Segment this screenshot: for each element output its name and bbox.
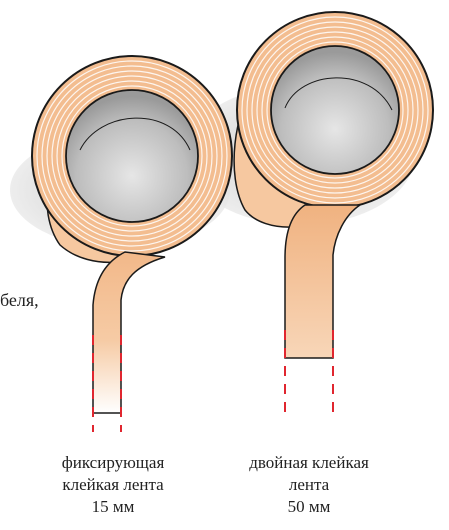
left-caption-line-3: 15 мм: [28, 496, 198, 518]
left-caption-line-1: фиксирующая: [28, 452, 198, 474]
left-caption-line-2: клейкая лента: [28, 474, 198, 496]
clipped-text: беля,: [0, 290, 39, 311]
right-caption-line-2: лента: [214, 474, 404, 496]
left-tape-caption: фиксирующая клейкая лента 15 мм: [28, 452, 198, 518]
left-tape-roll: [32, 56, 232, 413]
right-caption-line-3: 50 мм: [214, 496, 404, 518]
right-tape-caption: двойная клейкая лента 50 мм: [214, 452, 404, 518]
right-caption-line-1: двойная клейкая: [214, 452, 404, 474]
